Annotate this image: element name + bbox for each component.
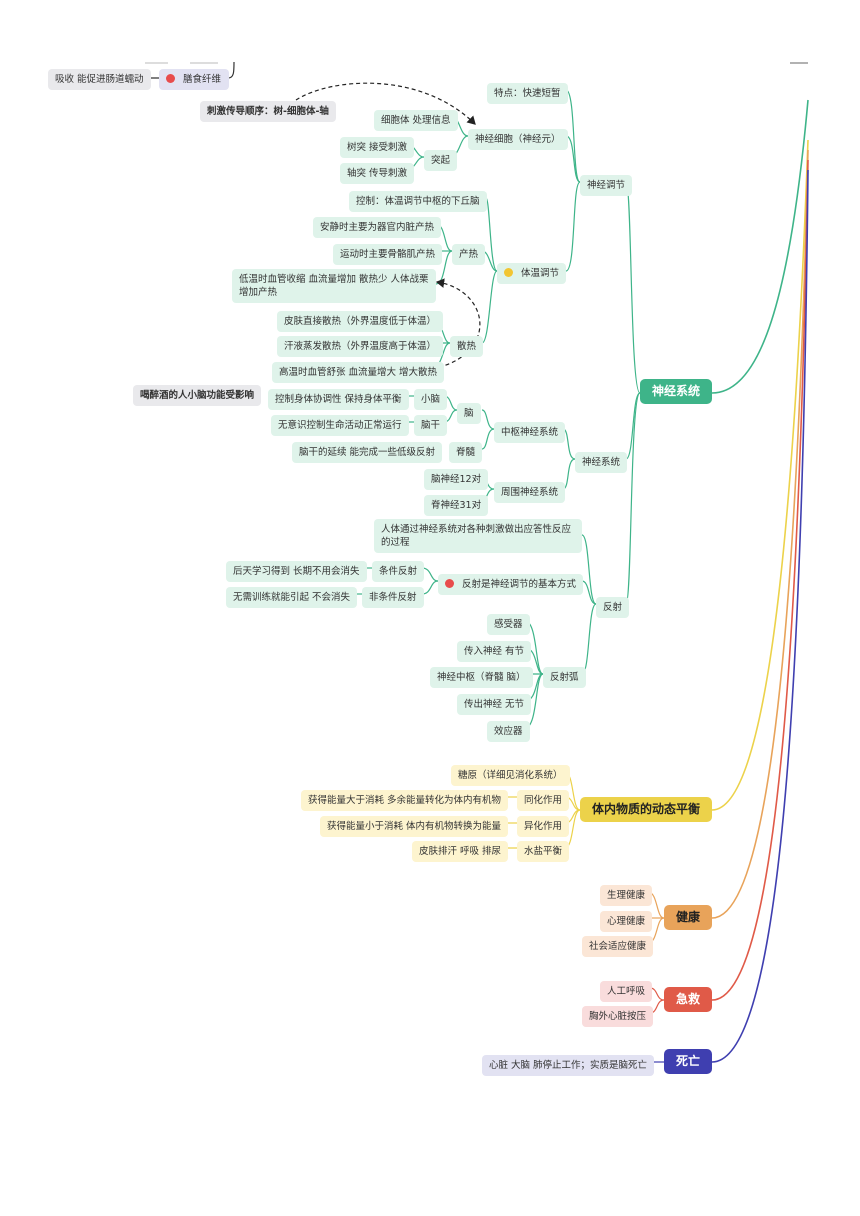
health-item[interactable]: 社会适应健康 xyxy=(582,936,654,957)
cerebellum-fn-node[interactable]: 控制身体协调性 保持身体平衡 xyxy=(268,389,409,410)
brainstem-node[interactable]: 脑干 xyxy=(414,415,448,436)
red-dot-icon xyxy=(166,74,175,83)
reflex-def-node[interactable]: 人体通过神经系统对各种刺激做出应答性反应的过程 xyxy=(374,519,582,553)
spinal-node[interactable]: 脊髓 xyxy=(449,442,483,463)
center-node[interactable]: 神经中枢（脊髓 脑） xyxy=(430,667,533,688)
death-node[interactable]: 死亡 xyxy=(664,1049,712,1074)
health-item[interactable]: 心理健康 xyxy=(600,911,653,932)
red-dot-icon xyxy=(445,579,454,588)
pns-node[interactable]: 周围神经系统 xyxy=(494,482,566,503)
reflex-node[interactable]: 反射 xyxy=(596,597,630,618)
spinal-nerves-node[interactable]: 脊神经31对 xyxy=(424,495,489,516)
system-node[interactable]: 神经系统 xyxy=(575,452,628,473)
cell-body-node[interactable]: 细胞体 处理信息 xyxy=(374,110,458,131)
effector-node[interactable]: 效应器 xyxy=(487,721,530,742)
low-temp-node[interactable]: 低温时血管收缩 血流量增加 散热少 人体战栗增加产热 xyxy=(232,269,436,303)
fiber-node[interactable]: 膳食纤维 xyxy=(159,69,229,90)
exercise-node[interactable]: 运动时主要骨骼肌产热 xyxy=(333,244,443,265)
temp-node[interactable]: 体温调节 xyxy=(497,263,567,284)
heat-loss-node[interactable]: 散热 xyxy=(450,336,484,357)
reflex-basic-label: 反射是神经调节的基本方式 xyxy=(462,579,577,590)
dendrite-node[interactable]: 树突 接受刺激 xyxy=(340,137,415,158)
afferent-node[interactable]: 传入神经 有节 xyxy=(457,641,532,662)
assim-desc-node[interactable]: 获得能量大于消耗 多余能量转化为体内有机物 xyxy=(301,790,509,811)
axon-node[interactable]: 轴突 传导刺激 xyxy=(340,163,415,184)
efferent-node[interactable]: 传出神经 无节 xyxy=(457,694,532,715)
nervous-system-node[interactable]: 神经系统 xyxy=(640,379,712,404)
neuron-node[interactable]: 神经细胞（神经元） xyxy=(468,129,568,150)
cerebellum-node[interactable]: 小脑 xyxy=(414,389,448,410)
yellow-dot-icon xyxy=(504,268,513,277)
firstaid-item[interactable]: 胸外心脏按压 xyxy=(582,1006,654,1027)
receptor-node[interactable]: 感受器 xyxy=(487,614,530,635)
health-node[interactable]: 健康 xyxy=(664,905,712,930)
cranial-node[interactable]: 脑神经12对 xyxy=(424,469,489,490)
heat-prod-node[interactable]: 产热 xyxy=(452,244,486,265)
health-item[interactable]: 生理健康 xyxy=(600,885,653,906)
stimulus-order-note[interactable]: 刺激传导顺序：树-细胞体-轴 xyxy=(200,101,336,122)
firstaid-item[interactable]: 人工呼吸 xyxy=(600,981,653,1002)
balance-node[interactable]: 体内物质的动态平衡 xyxy=(580,797,712,822)
skin-node[interactable]: 皮肤直接散热（外界温度低于体温） xyxy=(277,311,444,332)
cns-node[interactable]: 中枢神经系统 xyxy=(494,422,566,443)
sweat-node[interactable]: 汗液蒸发散热（外界温度高于体温） xyxy=(277,336,444,357)
firstaid-node[interactable]: 急救 xyxy=(664,987,712,1012)
dissim-desc-node[interactable]: 获得能量小于消耗 体内有机物转换为能量 xyxy=(320,816,509,837)
water-desc-node[interactable]: 皮肤排汗 呼吸 排尿 xyxy=(412,841,509,862)
brain-node[interactable]: 脑 xyxy=(457,403,481,424)
glycogen-node[interactable]: 糖原（详细见消化系统） xyxy=(451,765,570,786)
alcohol-note[interactable]: 喝醉酒的人小脑功能受影响 xyxy=(133,385,262,406)
spinal-fn-node[interactable]: 脑干的延续 能完成一些低级反射 xyxy=(292,442,443,463)
control-node[interactable]: 控制：体温调节中枢的下丘脑 xyxy=(349,191,487,212)
reflex-basic-node[interactable]: 反射是神经调节的基本方式 xyxy=(438,574,584,595)
absorb-node[interactable]: 吸收 能促进肠道蠕动 xyxy=(48,69,151,90)
unconditioned-node[interactable]: 非条件反射 xyxy=(362,587,424,608)
unconditioned-desc-node[interactable]: 无需训练就能引起 不会消失 xyxy=(226,587,358,608)
water-node[interactable]: 水盐平衡 xyxy=(517,841,570,862)
feature-node[interactable]: 特点：快速短暂 xyxy=(487,83,568,104)
high-temp-node[interactable]: 高温时血管舒张 血流量增大 增大散热 xyxy=(272,362,445,383)
arc-node[interactable]: 反射弧 xyxy=(543,667,586,688)
temp-label: 体温调节 xyxy=(521,268,560,279)
process-node[interactable]: 突起 xyxy=(424,150,458,171)
brainstem-fn-node[interactable]: 无意识控制生命活动正常运行 xyxy=(271,415,409,436)
regulation-node[interactable]: 神经调节 xyxy=(580,175,633,196)
assim-node[interactable]: 同化作用 xyxy=(517,790,570,811)
dissim-node[interactable]: 异化作用 xyxy=(517,816,570,837)
death-desc-node[interactable]: 心脏 大脑 肺停止工作；实质是脑死亡 xyxy=(482,1055,655,1076)
conditioned-desc-node[interactable]: 后天学习得到 长期不用会消失 xyxy=(226,561,367,582)
rest-node[interactable]: 安静时主要为器官内脏产热 xyxy=(313,217,442,238)
fiber-label: 膳食纤维 xyxy=(183,74,222,85)
conditioned-node[interactable]: 条件反射 xyxy=(372,561,425,582)
